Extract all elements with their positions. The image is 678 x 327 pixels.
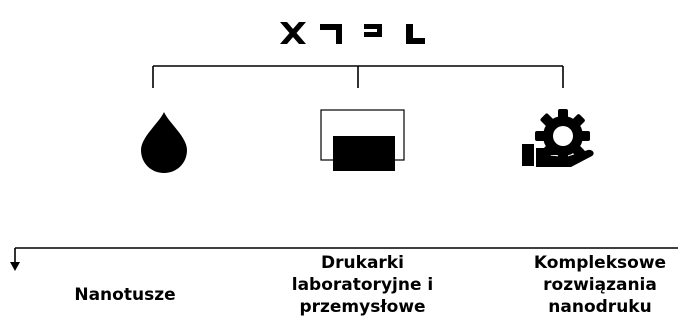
logo-letter-x bbox=[280, 22, 306, 44]
timeline-axis bbox=[10, 247, 678, 271]
branch-bracket bbox=[152, 65, 564, 88]
xtpl-logo bbox=[280, 22, 425, 44]
arrow-down-icon bbox=[10, 262, 20, 271]
branch-label-drukarki: Drukarki laboratoryjne i przemysłowe bbox=[291, 253, 434, 317]
logo-letter-l bbox=[406, 24, 425, 44]
branch-label-rozwiazania: Kompleksowe rozwiązania nanodruku bbox=[533, 253, 667, 317]
branch-label-nanotusze: Nanotusze bbox=[74, 285, 176, 305]
ink-drop-icon bbox=[141, 112, 187, 173]
hand-icon bbox=[522, 144, 594, 167]
printer-icon bbox=[320, 109, 405, 171]
gear-icon bbox=[535, 109, 590, 164]
hand-gear-icon bbox=[522, 109, 594, 167]
logo-letter-p bbox=[364, 24, 382, 37]
logo-letter-t bbox=[320, 24, 342, 44]
